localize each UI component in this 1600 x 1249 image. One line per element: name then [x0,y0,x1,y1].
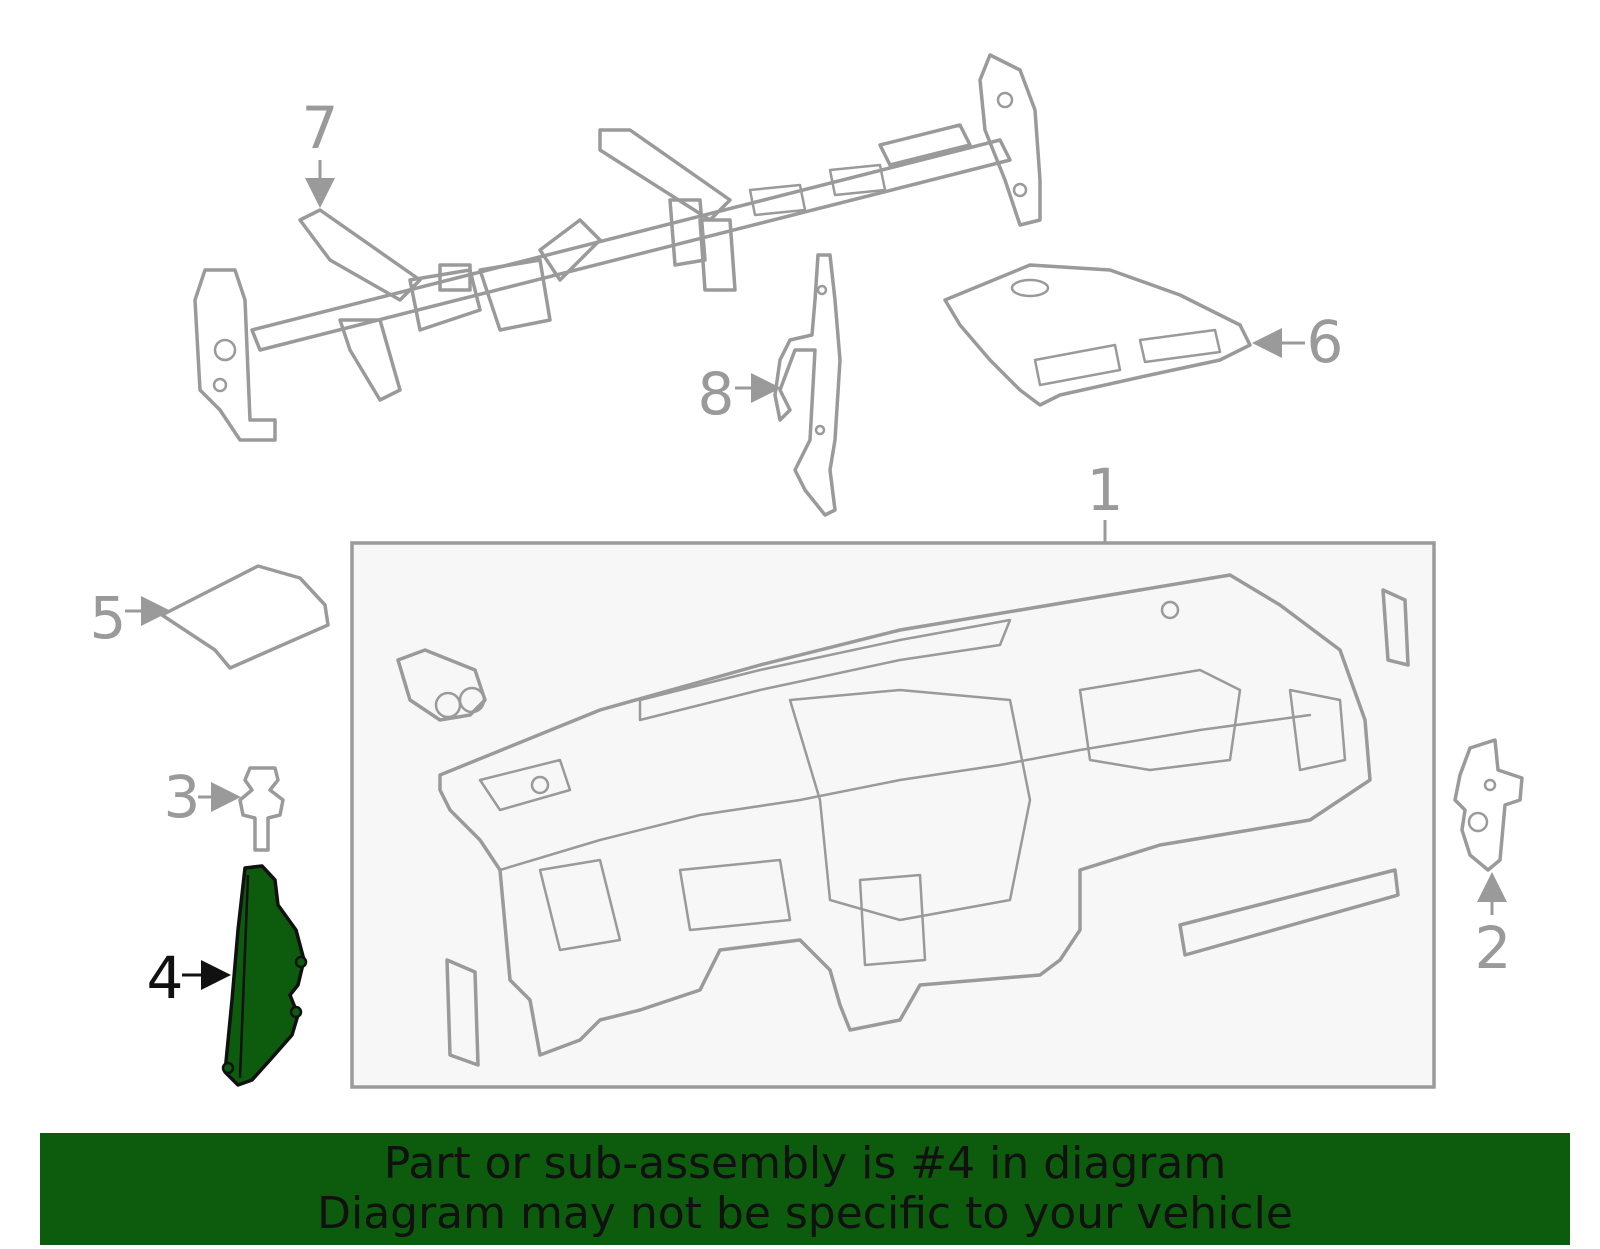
part-1-lower-strip[interactable] [1178,868,1400,957]
callout-5: 5 [90,584,127,652]
part-8-bracket[interactable] [773,253,842,517]
banner-line-2: Diagram may not be specific to your vehi… [317,1188,1293,1239]
part-2-bracket[interactable] [1453,738,1524,872]
callout-7: 7 [302,94,339,162]
part-3-clip[interactable] [238,766,285,852]
part-5-cover[interactable] [160,564,330,670]
callout-3: 3 [164,763,201,831]
part-7-reinforcement-beam[interactable] [193,53,1042,442]
part-1-side-trim-right[interactable] [1381,588,1410,667]
part-4-side-panel-highlighted[interactable] [221,864,308,1087]
part-6-center-vent-panel[interactable] [943,263,1252,407]
callout-8: 8 [698,360,735,428]
callout-1: 1 [1087,456,1124,524]
callout-6: 6 [1307,308,1344,376]
callout-4: 4 [147,944,184,1012]
part-1-side-trim-left[interactable] [445,958,480,1067]
part-1-box [350,541,1436,1089]
part-1-clip-knob[interactable] [396,648,487,722]
banner-line-1: Part or sub-assembly is #4 in diagram [383,1138,1227,1189]
info-banner: Part or sub-assembly is #4 in diagram Di… [40,1133,1570,1245]
part-1-instrument-panel[interactable] [438,573,1372,1057]
callout-2: 2 [1475,914,1512,982]
